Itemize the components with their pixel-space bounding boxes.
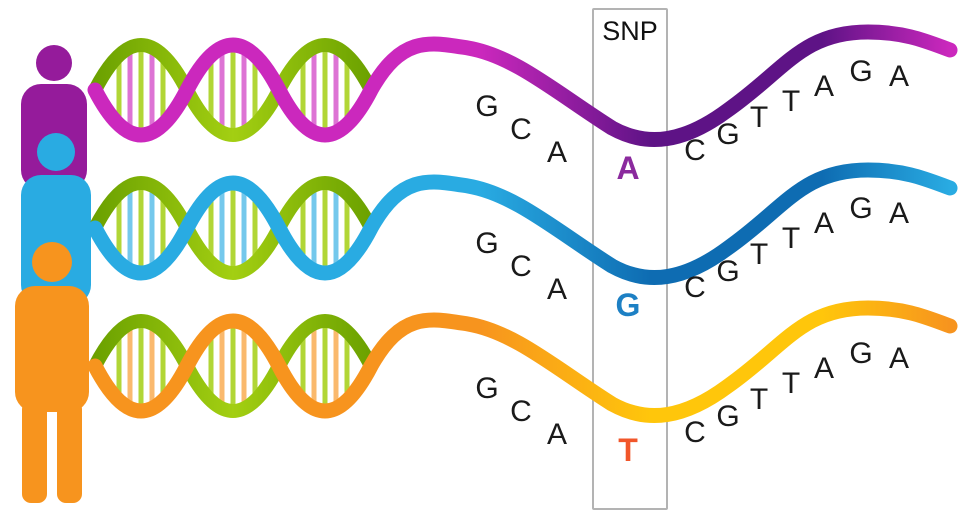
base-letter: G — [475, 372, 499, 405]
base-letter: A — [888, 342, 910, 375]
base-letter: G — [716, 255, 740, 288]
sequence-row-1: G C A A C G T T A G A — [0, 57, 961, 195]
base-letter: G — [849, 55, 873, 88]
base-letter: C — [684, 134, 706, 167]
base-letter: G — [475, 227, 499, 260]
base-letter: G — [716, 400, 740, 433]
base-letter: C — [510, 113, 532, 146]
base-letter: A — [546, 136, 568, 169]
base-letter: C — [510, 395, 532, 428]
base-letter: G — [849, 337, 873, 370]
snp-base-letter: T — [618, 432, 638, 468]
base-letter: T — [781, 85, 801, 118]
base-letter: T — [781, 367, 801, 400]
base-letter: A — [813, 207, 835, 240]
base-letter: C — [684, 271, 706, 304]
person-silhouette — [15, 242, 89, 503]
dna-helix — [87, 24, 958, 147]
sequence-row-2: G C A G C G T T A G A — [0, 194, 961, 332]
dna-helix — [87, 162, 958, 285]
snp-base-letter: A — [616, 150, 640, 186]
base-letter: A — [546, 273, 568, 306]
sequence-row-3: G C A T C G T T A G A — [0, 339, 961, 477]
base-letter: C — [510, 250, 532, 283]
base-letter: C — [684, 416, 706, 449]
base-letter: T — [749, 101, 769, 134]
base-letter: G — [716, 118, 740, 151]
base-letter: T — [781, 222, 801, 255]
base-letter: T — [749, 383, 769, 416]
base-letter: A — [888, 60, 910, 93]
base-letter: G — [849, 192, 873, 225]
base-letter: A — [813, 70, 835, 103]
base-letter: A — [813, 352, 835, 385]
snp-base-letter: G — [615, 287, 641, 323]
base-letter: A — [546, 418, 568, 451]
base-letter: G — [475, 90, 499, 123]
snp-box-label: SNP — [602, 16, 658, 46]
dna-helix — [87, 300, 958, 423]
base-letter: T — [749, 238, 769, 271]
base-letter: A — [888, 197, 910, 230]
